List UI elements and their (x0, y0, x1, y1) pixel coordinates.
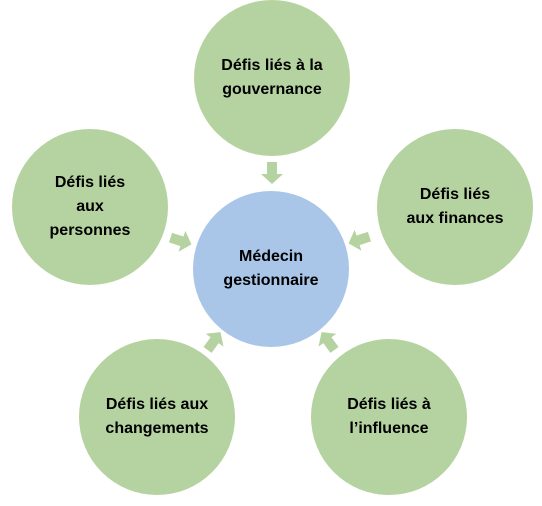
node-circle-changements (79, 339, 235, 495)
node-circle-gouvernance (194, 0, 350, 156)
node-circle-personnes (12, 129, 168, 285)
node-circle-finances (377, 129, 533, 285)
center-circle (193, 191, 349, 347)
node-label-gouvernance: Défis liés à la gouvernance (221, 57, 323, 98)
arrow-personnes (168, 230, 192, 252)
node-label-personnes: Défis liés aux personnes (49, 174, 131, 239)
arrow-changements (203, 332, 224, 353)
node-label-finances: Défis liés aux finances (406, 186, 504, 227)
center-label: Médecin gestionnaire (223, 248, 319, 289)
arrow-influence (318, 332, 339, 353)
node-label-changements: Défis liés aux changements (105, 396, 209, 437)
arrow-gouvernance (261, 162, 283, 184)
arrow-finances (348, 229, 372, 251)
node-label-influence: Défis liés à l’influence (347, 396, 431, 437)
node-circle-influence (311, 339, 467, 495)
